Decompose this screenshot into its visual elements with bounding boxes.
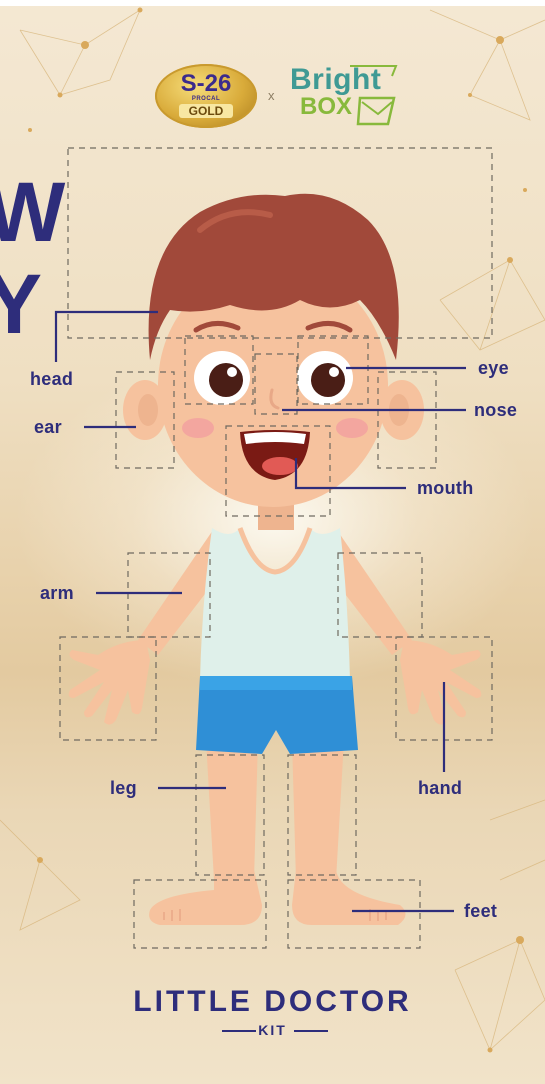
label-nose: nose — [474, 400, 517, 420]
label-eye: eye — [478, 358, 509, 378]
label-feet: feet — [464, 901, 497, 921]
label-arm: arm — [40, 583, 74, 603]
head-pointer — [56, 312, 158, 362]
mouth-pointer — [296, 458, 406, 488]
label-hand: hand — [418, 778, 462, 798]
label-leg: leg — [110, 778, 137, 798]
footer-subtitle: KIT — [0, 1021, 545, 1039]
footer-rule-right — [294, 1030, 328, 1032]
label-mouth: mouth — [417, 478, 473, 498]
label-ear: ear — [34, 417, 62, 437]
footer-title: LITTLE DOCTOR — [0, 985, 545, 1019]
label-head: head — [30, 369, 73, 389]
